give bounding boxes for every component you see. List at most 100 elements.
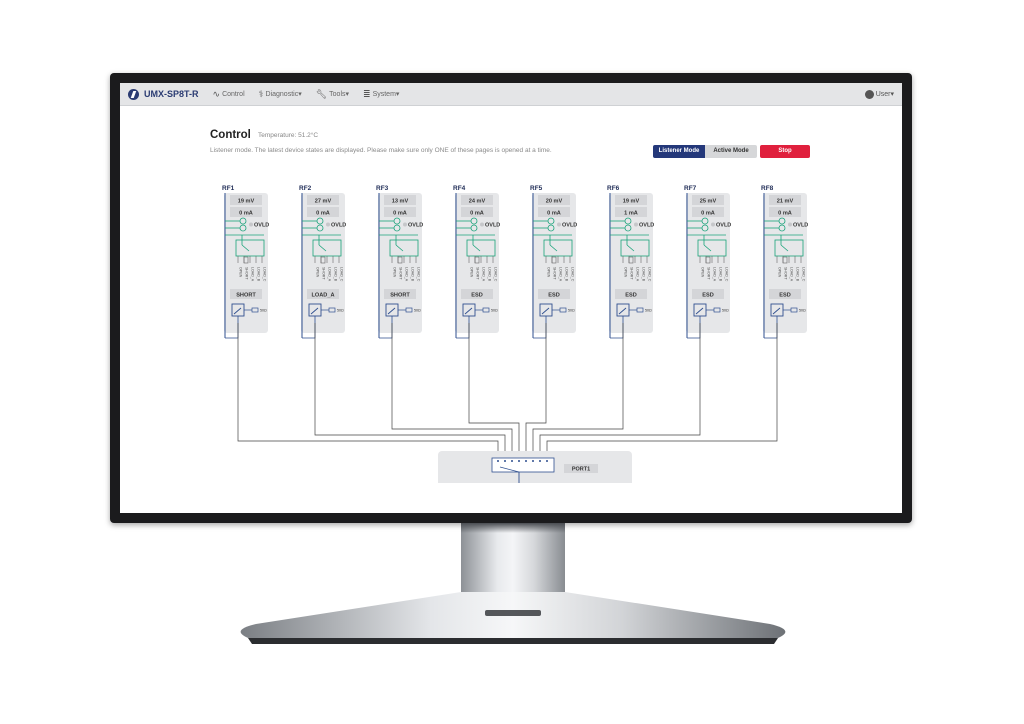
bus-wire (391, 323, 513, 458)
voltage-readout: 21 mV (777, 199, 794, 205)
load-resistor-icon (474, 256, 480, 264)
bus-wire (525, 323, 547, 458)
switch-output-label: LOAD_C (725, 267, 729, 282)
page-title: Control (210, 129, 251, 141)
current-readout: 0 mA (547, 211, 561, 217)
switch-output-label: SHORT (245, 267, 249, 280)
switch-output-label: LOAD_B (488, 267, 492, 282)
protection-element-icon (316, 224, 324, 232)
channel-label: RF4 (453, 185, 466, 192)
termination-label: 50Ω (260, 309, 267, 313)
navbar: UMX-SP8T-R ∿ Control ⚕ Diagnostic ▾ 🔧︎ T… (120, 83, 902, 106)
mode-toggle: Listener Mode Active Mode (653, 145, 757, 158)
termination-label: 50Ω (799, 309, 806, 313)
port-dot (525, 460, 527, 462)
state-box (615, 289, 647, 299)
cal-switch-arm (387, 307, 396, 315)
channel-state: SHORT (236, 293, 256, 299)
current-box (769, 207, 801, 217)
router-arm (499, 466, 520, 473)
channel-state: SHORT (390, 293, 410, 299)
load-resistor-icon (243, 256, 249, 264)
channel-label: RF6 (607, 185, 620, 192)
protection-element-icon (393, 224, 401, 232)
state-box (538, 289, 570, 299)
protection-element-icon (393, 217, 401, 225)
active-mode-button[interactable]: Active Mode (705, 145, 757, 158)
channel-state: ESD (471, 293, 483, 299)
protection-element-icon (547, 224, 555, 232)
stop-button[interactable]: Stop (760, 145, 810, 158)
voltage-box (538, 195, 570, 205)
nav-diagnostic[interactable]: ⚕ Diagnostic ▾ (259, 89, 302, 100)
load-resistor-icon (397, 256, 403, 264)
switch-output-label: LOAD_B (565, 267, 569, 282)
brand[interactable]: UMX-SP8T-R (128, 88, 199, 100)
port-dot (532, 460, 534, 462)
switch-output-label: OPEN (778, 267, 782, 278)
termination-label: 50Ω (491, 309, 498, 313)
switch-output-label: LOAD_C (340, 267, 344, 282)
state-box (384, 289, 416, 299)
nav-control[interactable]: ∿ Control (213, 89, 245, 100)
database-icon: ≣ (363, 88, 371, 99)
current-readout: 0 mA (470, 211, 484, 217)
protection-element-icon (778, 217, 786, 225)
current-box (230, 207, 262, 217)
switch-arm (241, 244, 250, 252)
voltage-readout: 13 mV (392, 199, 409, 205)
termination-icon (482, 307, 490, 313)
bus-wire (468, 323, 520, 458)
termination-icon (328, 307, 336, 313)
nav-tools[interactable]: 🔧︎ Tools ▾ (316, 89, 349, 100)
router-wire (518, 472, 520, 483)
termination-label: 50Ω (414, 309, 421, 313)
nav-user[interactable]: User ▾ (864, 89, 894, 99)
state-box (769, 289, 801, 299)
ovld-indicator-icon (403, 222, 407, 227)
termination-label: 50Ω (722, 309, 729, 313)
ovld-label: OVLD (639, 223, 654, 229)
ovld-indicator-icon (634, 222, 638, 227)
voltage-box (461, 195, 493, 205)
app-screen: UMX-SP8T-R ∿ Control ⚕ Diagnostic ▾ 🔧︎ T… (120, 83, 902, 513)
protection-element-icon (470, 224, 478, 232)
port-box (564, 464, 598, 473)
router-block: PORT1CALOUTLNA (438, 451, 632, 483)
bus-wire (546, 323, 778, 458)
protection-element-icon (624, 217, 632, 225)
switch-output-label: LOAD_C (648, 267, 652, 282)
bus-wire (237, 323, 499, 458)
neck-shadow (461, 523, 565, 533)
ovld-label: OVLD (562, 223, 577, 229)
ovld-label: OVLD (254, 223, 269, 229)
voltage-readout: 19 mV (623, 199, 640, 205)
switch-output-label: LOAD_C (417, 267, 421, 282)
bus-wire (532, 323, 624, 458)
voltage-box (384, 195, 416, 205)
router-port-label: PORT1 (572, 467, 590, 473)
switch-arm (703, 244, 712, 252)
current-readout: 0 mA (778, 211, 792, 217)
current-box (615, 207, 647, 217)
listener-mode-button[interactable]: Listener Mode (653, 145, 705, 158)
nav-user-label: User (875, 90, 891, 98)
switch-arm (626, 244, 635, 252)
cal-switch-arm (310, 307, 319, 315)
switch-arm (318, 244, 327, 252)
bus-wire (314, 323, 506, 458)
switch-output-label: SHORT (630, 267, 634, 280)
port-dot (539, 460, 541, 462)
caret-down-icon: ▾ (890, 91, 894, 98)
switch-output-label: LOAD_A (328, 267, 332, 282)
nav-system[interactable]: ≣ System ▾ (363, 89, 399, 100)
